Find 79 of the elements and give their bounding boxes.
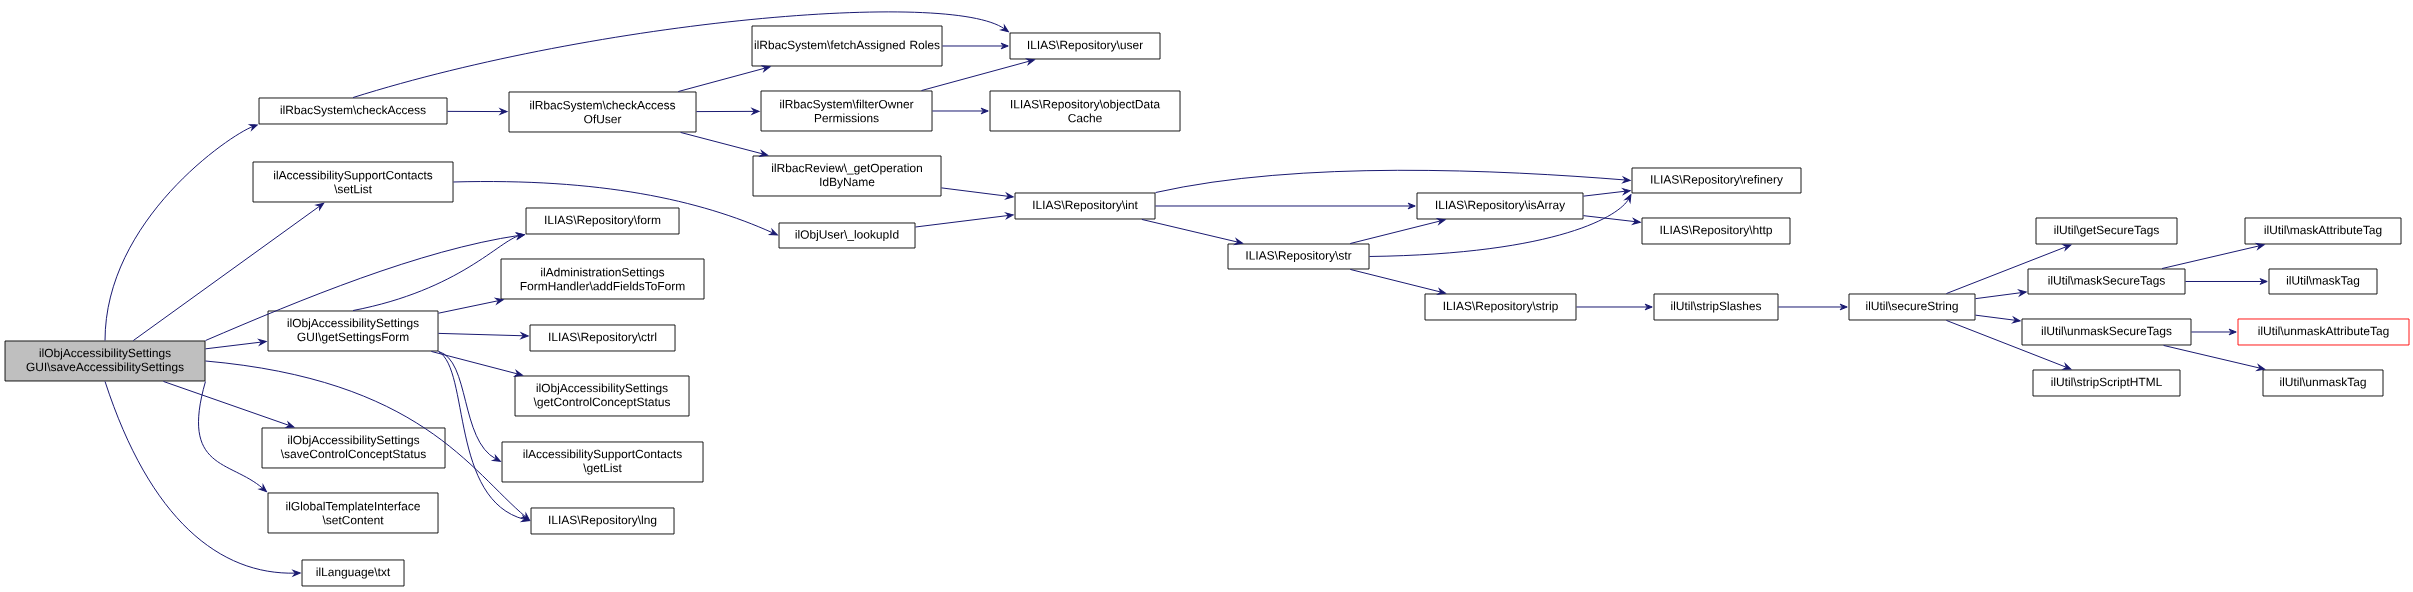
function-box: ilRbacSystem\checkAccess	[258, 97, 448, 125]
call-arrow	[438, 297, 504, 314]
call-arrow	[2163, 344, 2266, 371]
function-box: ilUtil\getSecureTags	[2035, 217, 2178, 245]
call-arrow	[2184, 278, 2268, 285]
call-arrow	[940, 187, 1014, 200]
function-box: ilLanguage\txt	[301, 559, 405, 587]
call-arrow	[1368, 194, 1632, 257]
call-arrow	[1582, 188, 1631, 197]
call-arrow	[438, 350, 501, 462]
function-box: ilAccessibilitySupportContacts \getList	[501, 441, 704, 483]
function-box: ilRbacReview\_getOperation IdByName	[752, 155, 942, 197]
function-box: ilRbacSystem\checkAccess OfUser	[508, 91, 697, 133]
function-box: ilObjUser\_lookupId	[778, 222, 916, 249]
function-box: ILIAS\Repository\user	[1009, 32, 1161, 60]
call-arrow	[104, 124, 258, 342]
call-arrow	[438, 332, 529, 340]
call-arrow	[453, 181, 778, 236]
call-arrow	[1349, 268, 1446, 295]
function-box: ILIAS\Repository\lng	[530, 507, 675, 535]
call-arrow	[1974, 314, 2021, 324]
call-arrow	[1575, 303, 1653, 311]
call-arrow	[1974, 289, 2027, 300]
call-arrow	[1777, 303, 1848, 311]
call-arrow	[198, 380, 268, 493]
function-box: ilAdministrationSettings FormHandler\addFieldsToForm	[500, 258, 705, 300]
function-box: ILIAS\Repository\strip	[1424, 293, 1577, 321]
call-arrow	[677, 65, 771, 93]
call-arrow	[162, 380, 295, 428]
function-box: ilUtil\maskAttributeTag	[2244, 217, 2402, 245]
function-box: ilObjAccessibilitySettings \saveControlConceptStatus	[261, 427, 446, 469]
call-arrow	[352, 232, 525, 312]
function-box: ilObjAccessibilitySettings \getControlConceptStatus	[514, 375, 690, 417]
function-box: ilUtil\unmaskSecureTags	[2021, 318, 2192, 346]
call-arrow	[2190, 328, 2237, 336]
function-box: ilObjAccessibilitySettings GUI\getSettingsForm	[267, 310, 439, 352]
call-arrow	[931, 107, 989, 115]
call-arrow	[430, 350, 523, 377]
call-arrow	[205, 339, 267, 350]
function-box: ilUtil\maskTag	[2268, 268, 2378, 295]
call-arrow	[680, 131, 769, 157]
call-arrow	[1945, 244, 2072, 295]
call-arrow	[914, 212, 1014, 228]
function-box: ILIAS\Repository\objectData Cache	[989, 90, 1181, 132]
function-box: ilAccessibilitySupportContacts \setList	[252, 161, 454, 203]
function-box: ilUtil\stripSlashes	[1653, 293, 1779, 321]
call-arrow	[921, 58, 1035, 92]
call-arrow	[1154, 169, 1631, 194]
call-arrow	[104, 380, 301, 577]
call-arrow	[132, 202, 325, 342]
call-arrow	[205, 360, 531, 521]
function-box: ILIAS\Repository\isArray	[1416, 192, 1584, 220]
call-arrow	[2161, 243, 2265, 270]
function-box: ILIAS\Repository\http	[1641, 217, 1791, 245]
call-arrow	[205, 232, 525, 342]
function-box: ILIAS\Repository\refinery	[1631, 167, 1802, 194]
call-arrow	[695, 108, 760, 115]
call-arrow	[1582, 215, 1641, 225]
function-box: ilObjAccessibilitySettings GUI\saveAccessibilitySettings	[4, 340, 206, 382]
call-arrow	[352, 11, 1009, 99]
call-arrow	[438, 350, 530, 523]
call-arrow	[1141, 218, 1243, 245]
function-box: ilUtil\secureString	[1848, 293, 1976, 321]
call-arrow	[1349, 218, 1446, 245]
function-box: ilRbacSystem\filterOwner Permissions	[760, 90, 933, 132]
function-box: ILIAS\Repository\str	[1227, 243, 1370, 270]
function-box: ilUtil\unmaskAttributeTag	[2237, 318, 2410, 346]
function-box: ilGlobalTemplateInterface \setContent	[267, 492, 439, 534]
call-arrow	[1154, 202, 1416, 210]
function-box: ilUtil\stripScriptHTML	[2032, 369, 2181, 397]
function-box: ILIAS\Repository\form	[525, 207, 680, 235]
function-box: ILIAS\Repository\ctrl	[529, 324, 676, 352]
function-box: ilUtil\unmaskTag	[2262, 369, 2384, 397]
function-box: ILIAS\Repository\int	[1014, 192, 1156, 220]
function-box: ilRbacSystem\fetchAssigned Roles	[751, 25, 943, 67]
call-arrow	[941, 42, 1009, 50]
call-arrow	[1945, 319, 2072, 370]
call-arrow	[447, 108, 508, 115]
function-box: ilUtil\maskSecureTags	[2027, 268, 2186, 295]
